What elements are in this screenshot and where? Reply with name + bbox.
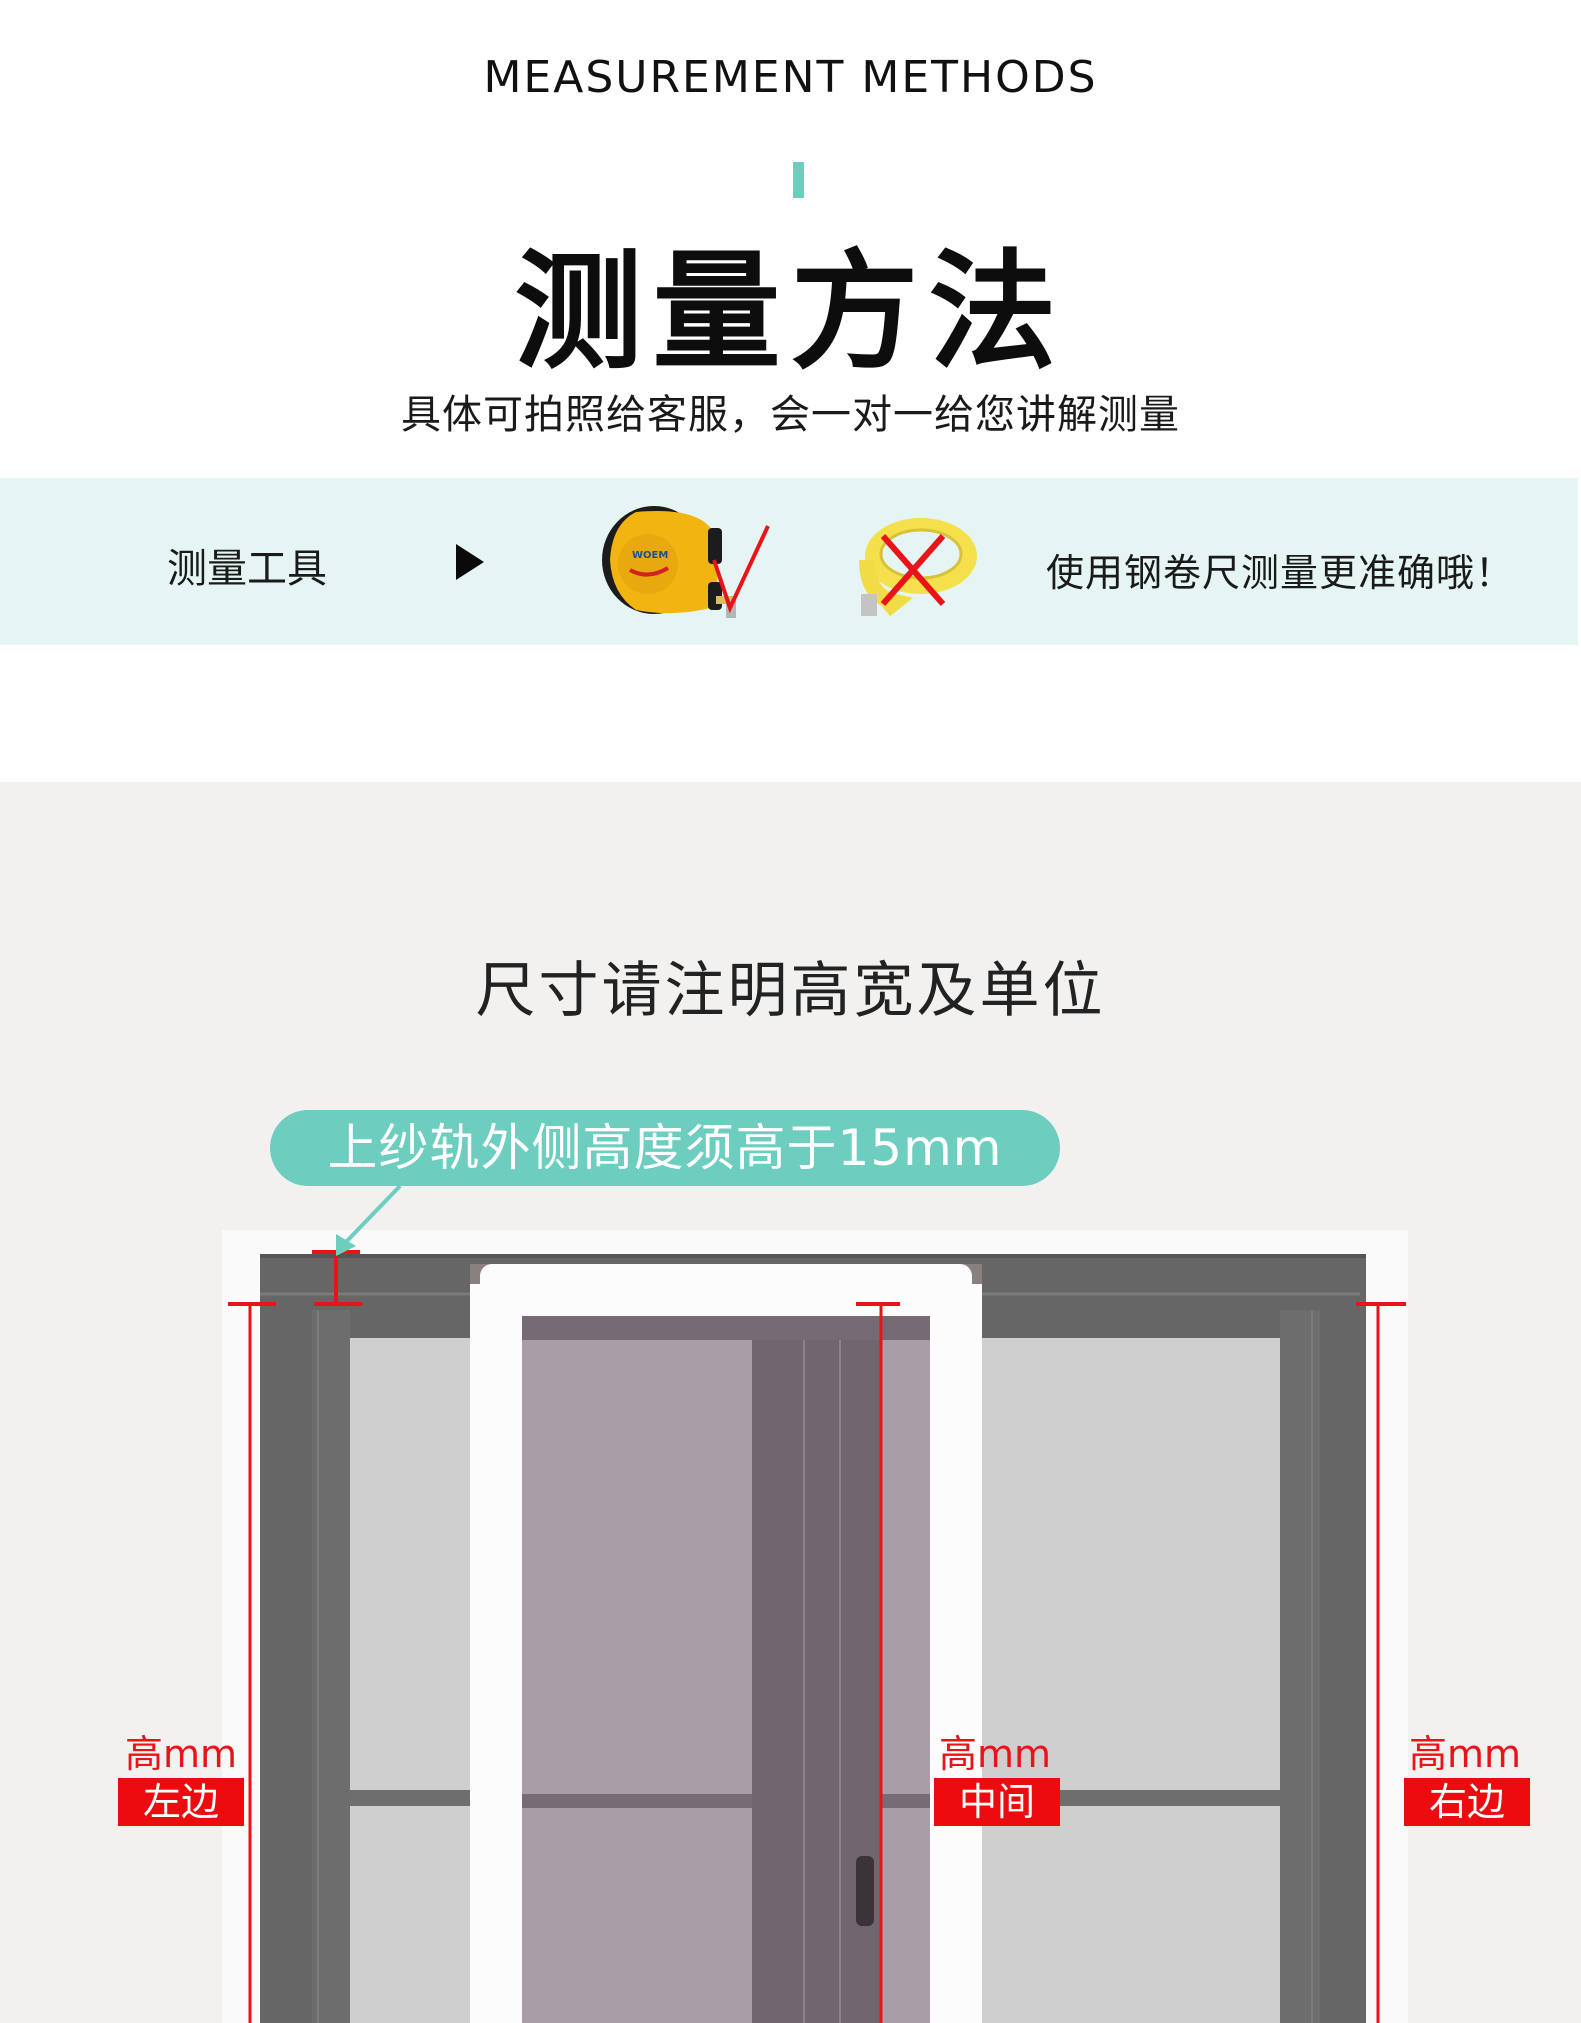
sliding-door-diagram	[222, 1184, 1408, 2023]
measurement-section: 尺寸请注明高宽及单位	[0, 782, 1581, 2023]
english-title: MEASUREMENT METHODS	[483, 52, 1098, 103]
rail-height-note: 上纱轨外侧高度须高于15mm	[270, 1110, 1060, 1186]
tools-label: 测量工具	[167, 546, 327, 592]
size-instruction-title: 尺寸请注明高宽及单位	[475, 956, 1106, 1026]
door-handle-icon	[856, 1856, 874, 1926]
right-position-badge: 右边	[1404, 1778, 1530, 1826]
page-subtitle: 具体可拍照给客服，会一对一给您讲解测量	[401, 392, 1180, 438]
check-icon	[712, 525, 770, 614]
accent-bar	[793, 162, 804, 198]
svg-text:WOEM: WOEM	[632, 550, 668, 561]
steel-tape-measure-icon: WOEM	[602, 506, 770, 618]
tools-tip: 使用钢卷尺测量更准确哦！	[1046, 551, 1515, 595]
measuring-tools-band: 测量工具 WOEM 使用钢卷尺测量更准确哦！	[0, 478, 1578, 645]
left-position-badge: 左边	[118, 1778, 244, 1826]
left-height-label: 高mm	[124, 1732, 238, 1776]
cross-icon	[880, 534, 946, 606]
middle-position-badge: 中间	[934, 1778, 1060, 1826]
page-title: 测量方法	[514, 238, 1067, 387]
play-triangle-icon	[456, 544, 484, 580]
middle-height-label: 高mm	[938, 1732, 1052, 1776]
soft-tape-measure-icon	[859, 518, 977, 617]
right-height-label: 高mm	[1408, 1732, 1522, 1776]
